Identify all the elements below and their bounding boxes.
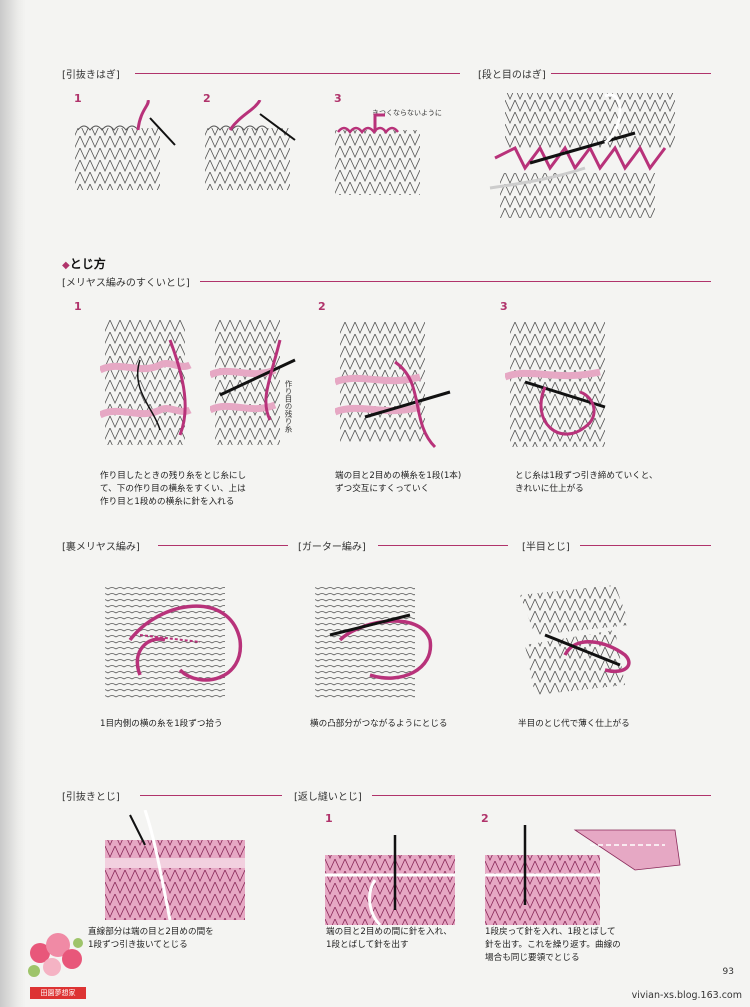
step-number: 1	[74, 300, 82, 313]
section-rule	[551, 73, 711, 74]
caption-ura-meriyasu: 1目内側の横の糸を1段ずつ拾う	[100, 719, 223, 729]
figure-meriyasu-1a	[100, 320, 192, 445]
figure-meriyasu-2	[335, 322, 451, 449]
section-rule	[580, 545, 711, 546]
section-rule	[158, 545, 288, 546]
caption-garter: 横の凸部分がつながるようにとじる	[310, 719, 448, 729]
annotation-tsukurime: 作り目の残り糸	[284, 380, 293, 433]
figure-kaeshi-1	[325, 835, 455, 925]
figure-meriyasu-1b	[210, 320, 296, 445]
step-number: 2	[318, 300, 326, 313]
book-spine-shadow	[0, 0, 26, 1007]
section-hikinuki-toji: [引抜きとじ]	[62, 792, 120, 803]
step-number: 3	[334, 92, 342, 105]
watermark-url: vivian-xs.blog.163.com	[631, 990, 742, 1001]
caption-hanme: 半目のとじ代で薄く仕上がる	[518, 719, 630, 729]
logo-text: 田園夢想家	[30, 987, 86, 999]
section-dan-to-me: [段と目のはぎ]	[478, 70, 546, 81]
figure-hikinuki-3	[335, 113, 420, 195]
section-garter: [ガーター編み]	[298, 542, 366, 553]
figure-dan-to-me	[489, 93, 675, 218]
section-meriyasu: [メリヤス編みのすくいとじ]	[62, 278, 190, 289]
figure-hikinuki-toji	[105, 810, 245, 921]
figure-garter	[315, 585, 433, 700]
section-rule	[200, 281, 711, 282]
caption-kaeshi-1: 端の目と2目めの間に針を入れ、1段とばして針を出す	[326, 927, 452, 950]
caption-meriyasu-2: 端の目と2目めの横糸を1段(1本)ずつ交互にすくっていく	[335, 471, 462, 494]
step-number: 1	[74, 92, 82, 105]
figure-kaeshi-2	[485, 825, 681, 925]
annotation-kitsuku: きつくならないように	[372, 109, 442, 117]
caption-meriyasu-3: とじ糸は1段ずつ引き締めていくと、きれいに仕上がる	[515, 471, 658, 494]
section-rule	[140, 795, 282, 796]
figure-ura-meriyasu	[105, 585, 242, 700]
step-number: 2	[203, 92, 211, 105]
step-number: 3	[500, 300, 508, 313]
flower-logo	[28, 933, 83, 977]
diamond-icon: ◆	[62, 260, 70, 271]
section-ura-meriyasu: [裏メリヤス編み]	[62, 542, 140, 553]
section-kaeshi: [返し縫いとじ]	[294, 792, 362, 803]
figure-meriyasu-3	[505, 322, 606, 447]
caption-kaeshi-2: 1段戻って針を入れ、1段とばして針を出す。これを繰り返す。曲線の場合も同じ要領で…	[485, 927, 621, 963]
page-number: 93	[722, 967, 734, 977]
figure-hanme	[520, 585, 631, 695]
caption-meriyasu-1: 作り目したときの残り糸をとじ糸にして、下の作り目の横糸をすくい、上は作り目と1段…	[100, 471, 247, 507]
section-hanme: [半目とじ]	[522, 542, 570, 553]
section-rule	[372, 795, 711, 796]
figure-hikinuki-2	[205, 100, 296, 190]
section-rule	[378, 545, 508, 546]
step-number: 1	[325, 812, 333, 825]
section-title-tojikata: ◆とじ方	[62, 257, 106, 271]
section-rule	[135, 73, 460, 74]
step-number: 2	[481, 812, 489, 825]
figure-hikinuki-1	[75, 100, 176, 190]
section-hikinuki-hagi: [引抜きはぎ]	[62, 70, 120, 81]
